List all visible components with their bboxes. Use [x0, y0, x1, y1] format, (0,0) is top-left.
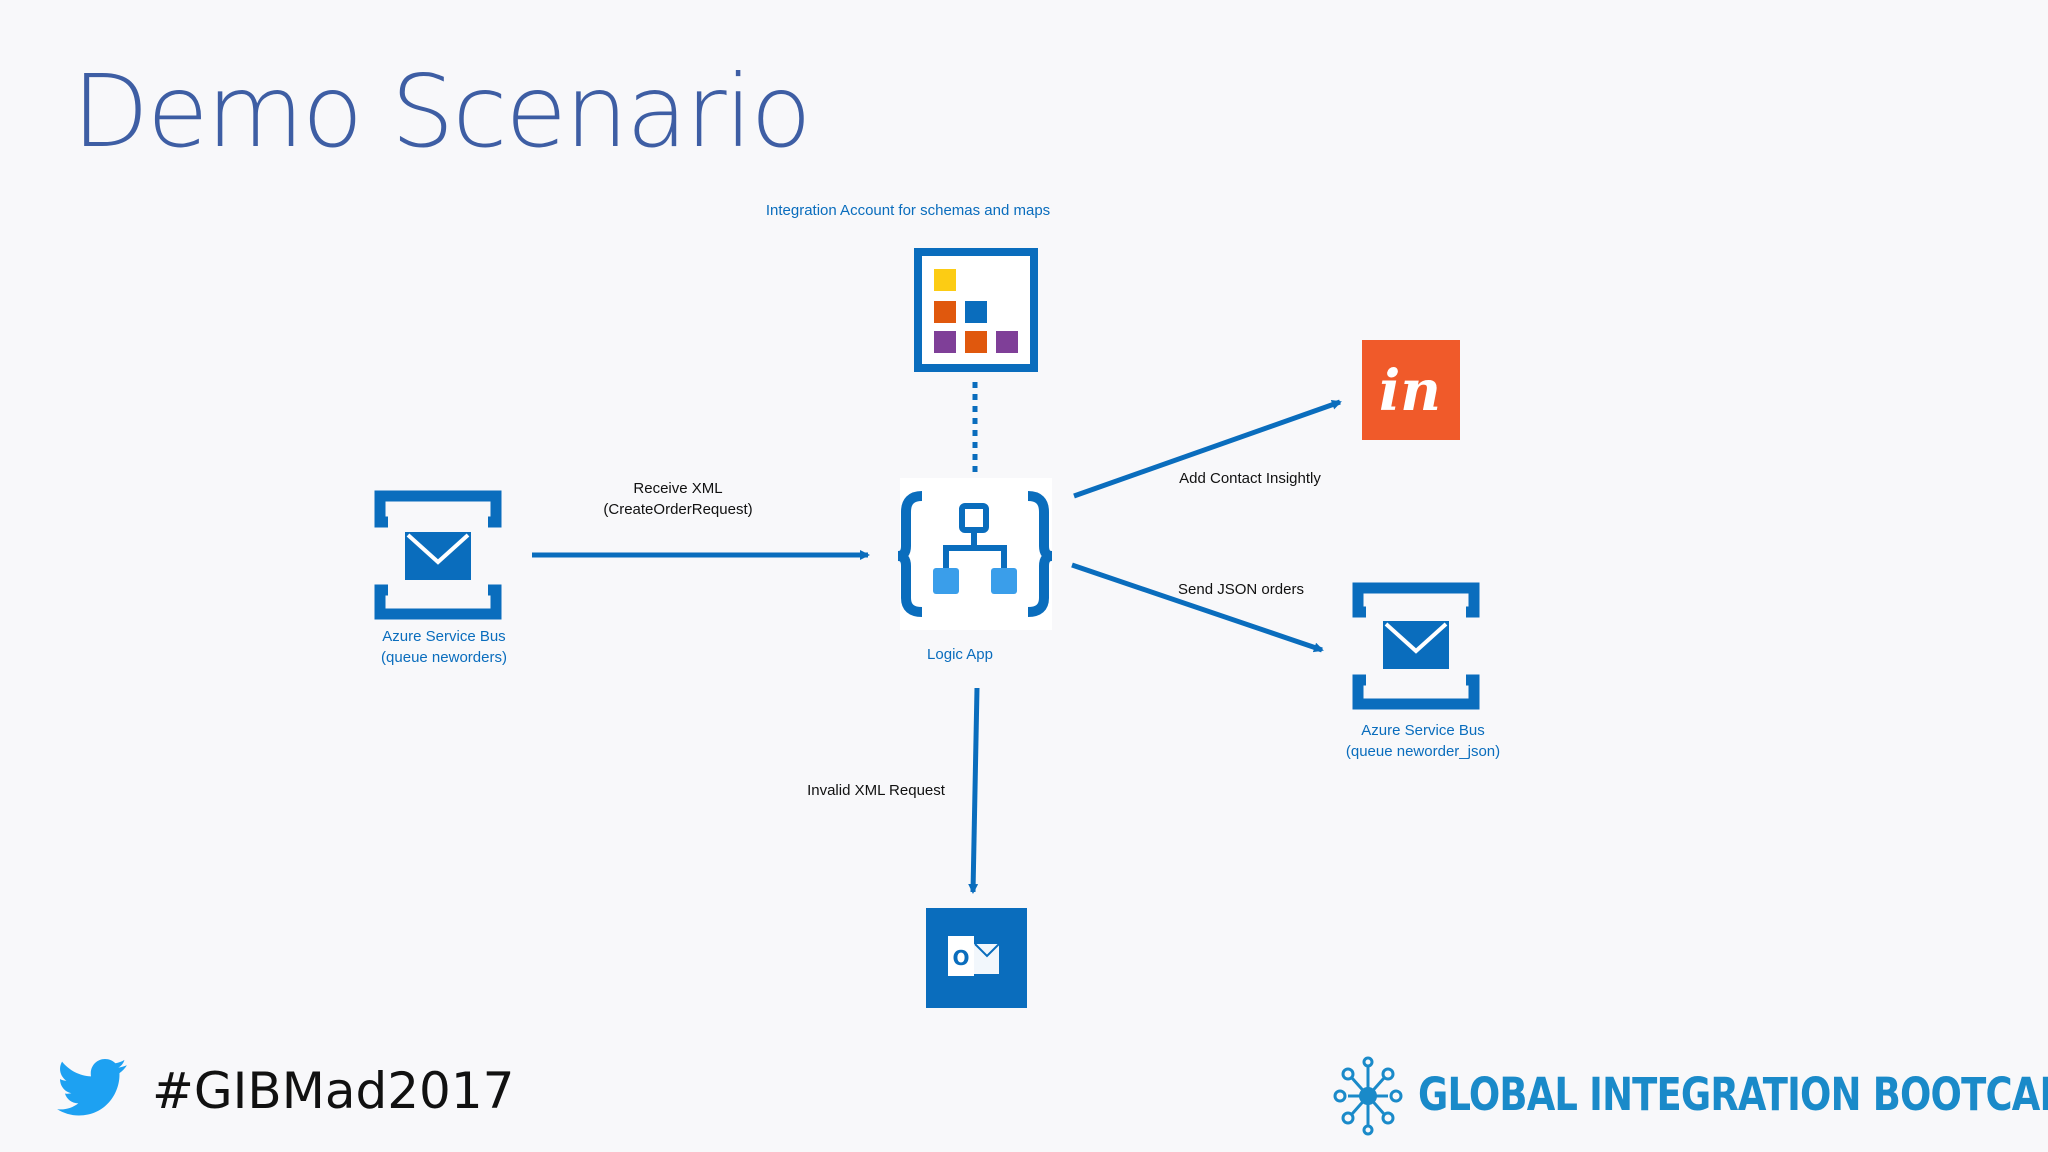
bootcamp-logo-icon [1333, 1056, 1403, 1136]
invalid-xml-arrow [968, 687, 980, 894]
insightly-icon: in [1362, 340, 1460, 440]
logic-app-label: Logic App [927, 646, 993, 663]
receive-xml-label-line2: (CreateOrderRequest) [603, 501, 753, 518]
integration-account-icon [914, 248, 1038, 372]
bootcamp-brand-text: GLOBAL INTEGRATION BOOTCAMP [1418, 1068, 2048, 1121]
add-contact-arrow [1073, 399, 1342, 499]
send-json-arrow [1071, 562, 1324, 653]
service-bus-out-label-line1: Azure Service Bus [1361, 722, 1485, 739]
twitter-icon [57, 1058, 127, 1116]
integration-account-label: Integration Account for schemas and maps [765, 202, 1051, 219]
insightly-logo-text: in [1379, 358, 1441, 424]
service-bus-out-label-line2: (queue neworder_json) [1345, 743, 1501, 760]
hashtag: #GIBMad2017 [152, 1062, 515, 1120]
invalid-xml-label: Invalid XML Request [807, 782, 945, 799]
slide-title: Demo Scenario [72, 53, 812, 170]
receive-xml-label: Receive XML (CreateOrderRequest) [603, 478, 752, 520]
add-contact-label: Add Contact Insightly [1179, 470, 1321, 487]
service-bus-in-icon [374, 490, 502, 620]
service-bus-in-label: Azure Service Bus (queue neworders) [381, 626, 507, 668]
service-bus-in-label-line1: Azure Service Bus [382, 628, 506, 645]
service-bus-in-label-line2: (queue neworders) [381, 649, 507, 666]
service-bus-out-icon [1352, 582, 1480, 710]
receive-xml-label-line1: Receive XML [633, 480, 723, 497]
outlook-icon: O [926, 908, 1027, 1008]
send-json-label: Send JSON orders [1178, 581, 1304, 598]
outlook-logo-text: O [952, 946, 969, 970]
logic-app-icon [897, 478, 1053, 630]
service-bus-out-label: Azure Service Bus (queue neworder_json) [1346, 720, 1500, 762]
